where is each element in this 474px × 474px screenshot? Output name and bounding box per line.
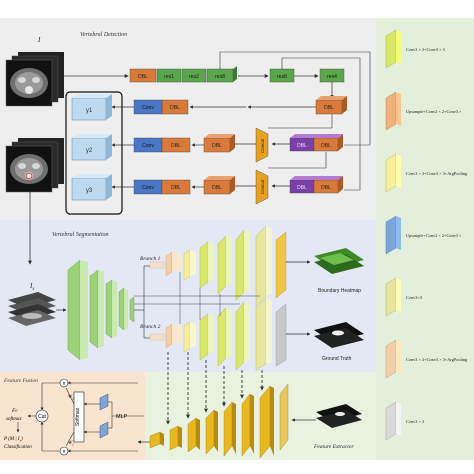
legend-label: Conv3×3	[406, 295, 422, 300]
ct-image-stack-1	[5, 52, 64, 107]
legend-label: Conv3 × 3+Conv3 × 3+ArgPooling	[406, 357, 468, 362]
legend-item: Upsample+Conv2 × 2+Conv3 ×	[385, 91, 462, 131]
fusion-diagram: × × Cat Softmax MLP W1 W2 Fc softmax	[3, 378, 144, 456]
svg-text:res2: res2	[189, 74, 199, 80]
legend-swatch-side	[396, 278, 401, 312]
svg-text:softmax: softmax	[6, 417, 22, 422]
legend-swatch	[385, 401, 397, 441]
svg-text:Softmax: Softmax	[75, 407, 81, 426]
svg-text:DBL: DBL	[321, 143, 331, 149]
svg-text:DBL: DBL	[171, 143, 181, 149]
svg-text:DBL: DBL	[297, 185, 307, 191]
legend-swatch	[385, 277, 397, 317]
svg-text:res1: res1	[164, 74, 174, 80]
legend-label: Conv3 × 3+Conv3 × 3+ArgPooling	[406, 171, 468, 176]
legend-item: Conv3 × 3+Conv3 × 3	[385, 29, 445, 69]
svg-text:Concat: Concat	[260, 179, 265, 194]
branch-1-decoder	[149, 225, 287, 307]
svg-text:Conv: Conv	[142, 105, 154, 111]
ground-truth-label: Ground Truth	[322, 356, 352, 362]
legend-swatch-side	[396, 402, 401, 436]
legend-label: Conv3 × 3	[406, 419, 424, 424]
svg-text:DBL: DBL	[324, 105, 334, 111]
branch-1-label: Branch 1	[140, 256, 161, 262]
svg-text:Conv: Conv	[142, 185, 154, 191]
svg-text:y3: y3	[86, 188, 93, 194]
svg-text:res4: res4	[327, 74, 337, 80]
fusion-title: Feature Fusion	[3, 378, 38, 384]
legend-swatch	[385, 91, 397, 131]
legend-item: Conv3 × 3+Conv3 × 3+ArgPooling	[385, 339, 468, 379]
svg-text:W1: W1	[68, 395, 74, 401]
detection-input-label: I	[37, 36, 41, 44]
svg-text:MLP: MLP	[116, 414, 128, 420]
detection-outputs: y1 y2 y3	[65, 91, 123, 215]
svg-text:Conv: Conv	[142, 143, 154, 149]
detection-title: Vertebral Detection	[80, 32, 127, 38]
svg-text:Classification: Classification	[4, 445, 32, 450]
extractor-input	[316, 404, 362, 428]
feature-extractor-blocks	[149, 383, 289, 459]
detection-row-2: DBL DBL Conv	[111, 96, 347, 115]
detection-row-3: DBL DBL Concat DBL Conv DBL	[111, 127, 343, 163]
svg-text:DBL: DBL	[321, 185, 331, 191]
legend-swatch-side	[396, 340, 401, 374]
svg-text:×: ×	[62, 382, 66, 388]
skip-connections	[134, 272, 260, 324]
svg-text:DBL: DBL	[297, 143, 307, 149]
legend-item: Upsample+Conv2 × 2+Conv3 ×	[385, 215, 462, 255]
legend-swatch-side	[396, 216, 401, 250]
svg-text:DBL: DBL	[171, 185, 181, 191]
boundary-heatmap	[314, 248, 364, 274]
svg-text:×: ×	[62, 450, 66, 456]
legend-label: Upsample+Conv2 × 2+Conv3 ×	[406, 109, 462, 114]
svg-text:DBL: DBL	[138, 74, 148, 80]
legend-item: Conv3 × 3	[385, 401, 424, 441]
legend-swatch-side	[396, 92, 401, 126]
legend-item: Conv3 × 3+Conv3 × 3+ArgPooling	[385, 153, 468, 193]
segmentation-title: Vertebral Segmentation	[52, 232, 109, 238]
segmentation-input-slices	[8, 292, 56, 326]
svg-text:y2: y2	[86, 148, 93, 154]
svg-text:res8: res8	[215, 74, 225, 80]
encoder-stack	[67, 259, 135, 361]
svg-text:y1: y1	[86, 108, 93, 114]
ct-image-stack-2	[5, 138, 64, 193]
feature-extractor-label: Feature Extractor	[313, 444, 355, 450]
ground-truth	[314, 322, 364, 348]
legend-swatch	[385, 339, 397, 379]
svg-text:Concat: Concat	[260, 138, 265, 153]
legend-label: Conv3 × 3+Conv3 × 3	[406, 47, 445, 52]
boundary-heatmap-label: Boundary Heatmap	[318, 288, 361, 294]
svg-text:Cat: Cat	[38, 414, 46, 420]
svg-text:res8: res8	[277, 74, 287, 80]
svg-text:DBL: DBL	[212, 143, 222, 149]
branch-2-decoder	[149, 297, 287, 371]
svg-text:W2: W2	[68, 441, 74, 447]
svg-text:P (M | Is): P (M | Is)	[3, 437, 23, 443]
legend-swatch	[385, 215, 397, 255]
legend-swatch	[385, 29, 397, 69]
segmentation-input-label: Is	[29, 282, 34, 292]
svg-text:Fc: Fc	[11, 408, 18, 414]
legend-swatch-side	[396, 154, 401, 188]
legend: Conv3 × 3+Conv3 × 3 Upsample+Conv2 × 2+Co…	[385, 29, 468, 441]
svg-text:DBL: DBL	[212, 185, 222, 191]
svg-text:DBL: DBL	[170, 105, 180, 111]
branch-2-label: Branch 2	[140, 324, 161, 330]
legend-label: Upsample+Conv2 × 2+Conv3 ×	[406, 233, 462, 238]
legend-swatch-side	[396, 30, 401, 64]
legend-item: Conv3×3	[385, 277, 422, 317]
backbone-row: DBL res1 res2 res8 res8 res4	[129, 66, 345, 83]
legend-swatch	[385, 153, 397, 193]
dashed-connections	[166, 352, 264, 425]
detection-row-4: DBL DBL Concat DBL Conv DBL	[111, 169, 343, 205]
